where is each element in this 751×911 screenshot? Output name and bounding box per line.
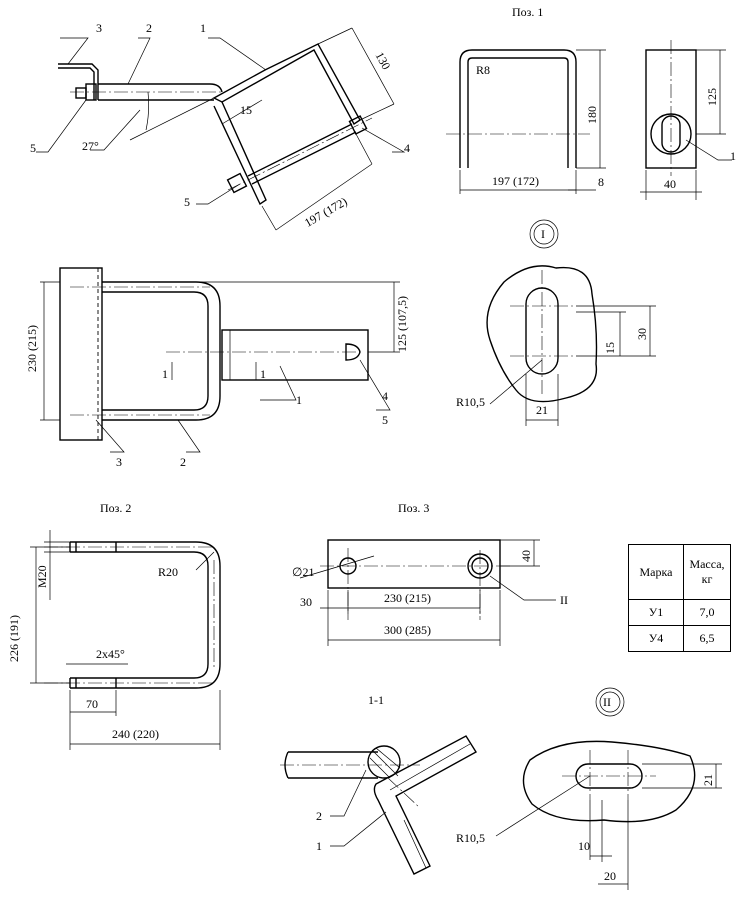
poz2-view bbox=[30, 530, 221, 750]
dim-15: 15 bbox=[240, 103, 252, 117]
dim-21-II: 21 bbox=[701, 774, 715, 786]
leader-label-2-plan: 2 bbox=[180, 455, 186, 469]
title-poz1: Поз. 1 bbox=[512, 5, 543, 19]
chamfer-label: 2x45° bbox=[96, 647, 125, 661]
leader-label-4: 4 bbox=[404, 141, 410, 155]
leader-label-3: 3 bbox=[96, 21, 102, 35]
row-mark: У1 bbox=[628, 599, 684, 626]
leader-label-1: 1 bbox=[200, 21, 206, 35]
poz1-side-view bbox=[640, 40, 732, 200]
detail-I-label: I bbox=[541, 227, 545, 241]
row-mass: 6,5 bbox=[683, 625, 731, 652]
dim-197: 197 (172) bbox=[302, 194, 350, 230]
dia-21: ∅21 bbox=[292, 565, 314, 579]
radius-r105-I: R10,5 bbox=[456, 395, 485, 409]
leader-label-5b: 5 bbox=[184, 195, 190, 209]
leader-label-2-section: 2 bbox=[316, 809, 322, 823]
dim-30-poz3: 30 bbox=[300, 595, 312, 609]
dim-300: 300 (285) bbox=[384, 623, 431, 637]
radius-r105-II: R10,5 bbox=[456, 831, 485, 845]
dim-21-I: 21 bbox=[536, 403, 548, 417]
poz1-front-view bbox=[446, 49, 606, 194]
dim-125: 125 bbox=[705, 88, 719, 106]
header-mark: Марка bbox=[628, 544, 684, 600]
dim-40-poz3: 40 bbox=[519, 550, 533, 562]
dim-8: 8 bbox=[598, 175, 604, 189]
plan-view-assembly bbox=[40, 267, 400, 453]
radius-r8: R8 bbox=[476, 63, 490, 77]
dim-180: 180 bbox=[585, 106, 599, 124]
dim-70: 70 bbox=[86, 697, 98, 711]
dim-130: 130 bbox=[373, 50, 394, 72]
dim-197-poz1: 197 (172) bbox=[492, 174, 539, 188]
thread-m20: M20 bbox=[35, 565, 49, 588]
detail-I-view bbox=[486, 265, 656, 426]
side-view-assembly bbox=[36, 27, 406, 231]
table-row: У4 6,5 bbox=[628, 625, 731, 652]
poz3-view bbox=[299, 539, 556, 646]
header-mass: Масса, кг bbox=[683, 544, 731, 600]
leader-label-5: 5 bbox=[30, 141, 36, 155]
dim-230: 230 (215) bbox=[25, 325, 39, 372]
detail-II-label: II bbox=[603, 695, 611, 709]
section-mark-1-right: 1 bbox=[260, 367, 266, 381]
dim-230-poz3: 230 (215) bbox=[384, 591, 431, 605]
dim-30-I: 30 bbox=[635, 328, 649, 340]
mass-table: Марка Масса, кг У1 7,0 У4 6,5 bbox=[628, 544, 731, 652]
row-mark: У4 bbox=[628, 625, 684, 652]
leader-label-2: 2 bbox=[146, 21, 152, 35]
leader-label-1-plan: 1 bbox=[296, 393, 302, 407]
title-poz2: Поз. 2 bbox=[100, 501, 131, 515]
title-section-1-1: 1-1 bbox=[368, 693, 384, 707]
dim-15-I: 15 bbox=[603, 342, 617, 354]
title-poz3: Поз. 3 bbox=[398, 501, 429, 515]
row-mass: 7,0 bbox=[683, 599, 731, 626]
table-header-row: Марка Масса, кг bbox=[628, 544, 731, 600]
leader-label-5-plan: 5 bbox=[382, 413, 388, 427]
leader-label-1-section: 1 bbox=[316, 839, 322, 853]
dim-10: 10 bbox=[578, 839, 590, 853]
angle-27-label: 27° bbox=[82, 139, 99, 153]
detail-I-marker bbox=[529, 219, 559, 249]
section-mark-1-left: 1 bbox=[162, 367, 168, 381]
detail-II-ref: II bbox=[560, 593, 568, 607]
dim-125-107: 125 (107,5) bbox=[395, 296, 409, 352]
dim-240: 240 (220) bbox=[112, 727, 159, 741]
table-row: У1 7,0 bbox=[628, 599, 731, 626]
detail-II-marker bbox=[595, 687, 625, 717]
dim-226: 226 (191) bbox=[7, 615, 21, 662]
detail-II-view bbox=[495, 740, 722, 890]
dim-20: 20 bbox=[604, 869, 616, 883]
dim-40: 40 bbox=[664, 177, 676, 191]
leader-label-1-poz1: 1 bbox=[730, 149, 736, 163]
radius-r20: R20 bbox=[158, 565, 178, 579]
leader-label-3-plan: 3 bbox=[116, 455, 122, 469]
leader-label-4-plan: 4 bbox=[382, 389, 388, 403]
section-1-1-view bbox=[280, 735, 477, 875]
